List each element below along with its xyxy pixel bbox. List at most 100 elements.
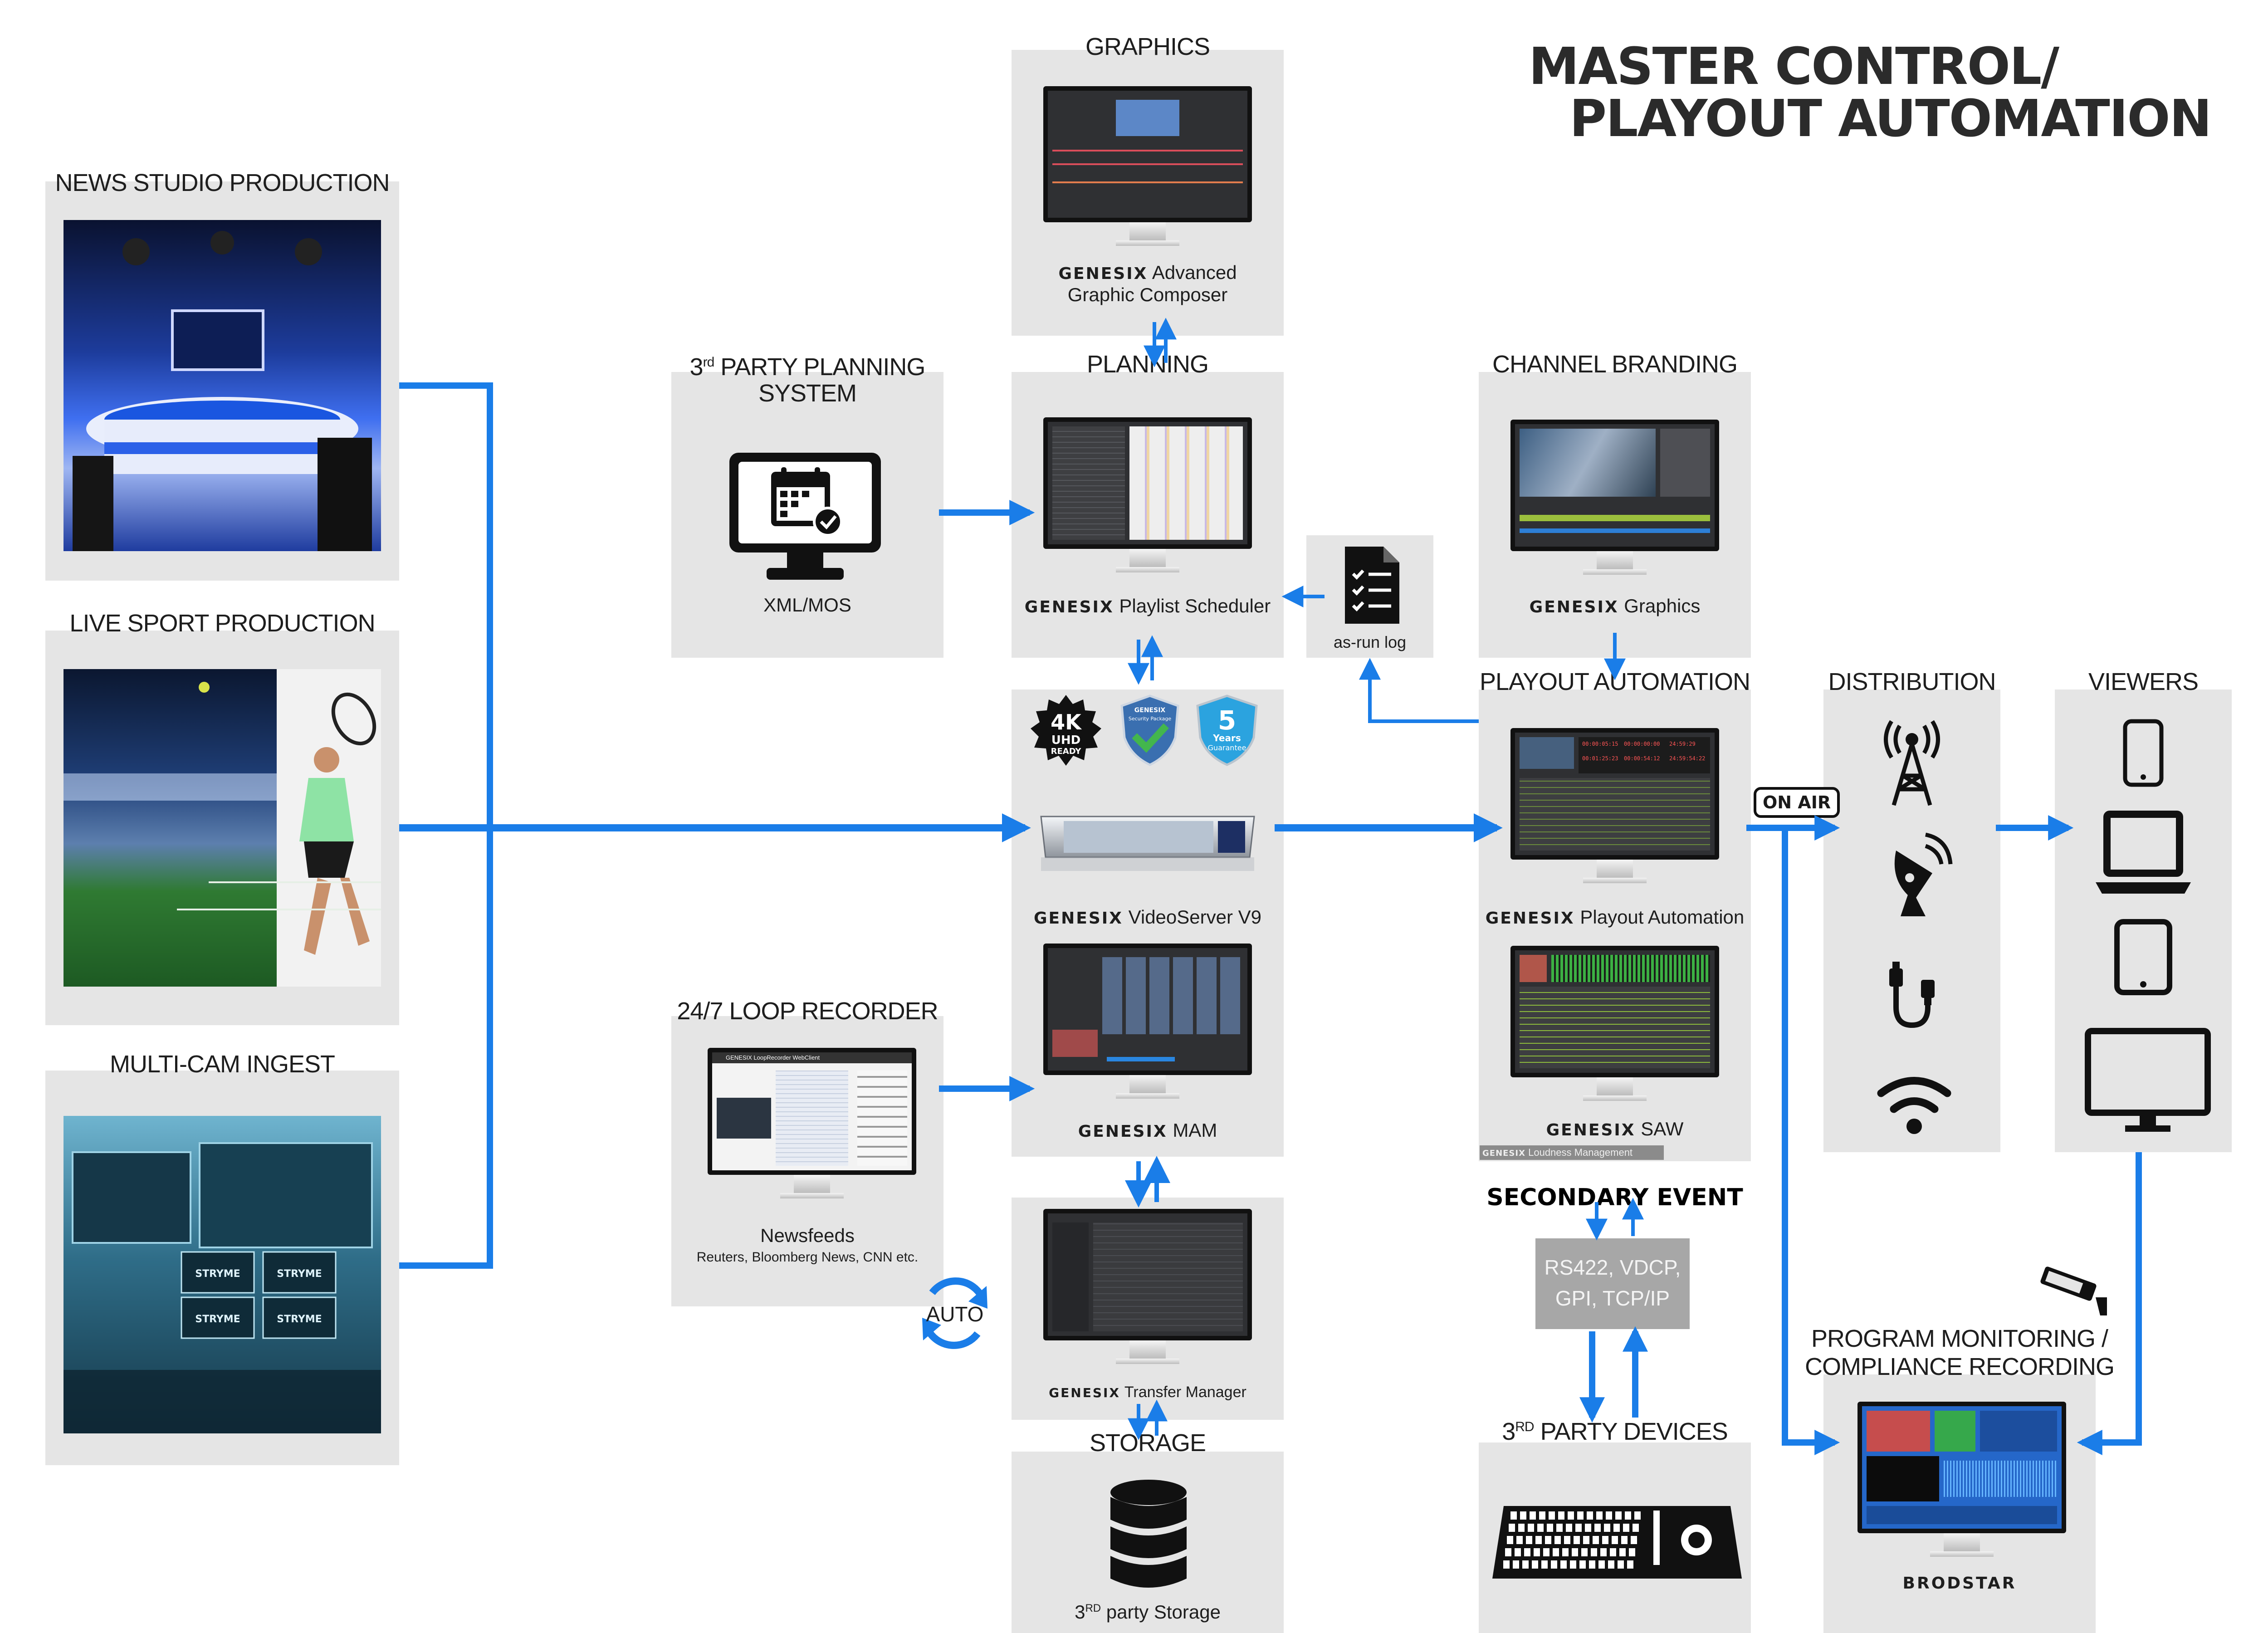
panel-key bbox=[1574, 1536, 1580, 1544]
playout-timecode-1: 00:00:05:15 bbox=[1582, 741, 1618, 747]
panel-key bbox=[1608, 1560, 1614, 1569]
news-studio-photo bbox=[64, 220, 381, 551]
tpp-line2: SYSTEM bbox=[758, 380, 857, 407]
badge-security-text: Security Package bbox=[1129, 716, 1171, 722]
graphics-caption-2: Graphic Composer bbox=[1067, 284, 1228, 305]
transfer-brand: GENESIX bbox=[1049, 1385, 1121, 1400]
antenna-tower-icon bbox=[1884, 720, 1940, 806]
badge-years-number: 5 bbox=[1218, 705, 1236, 736]
panel-key bbox=[1534, 1548, 1540, 1556]
desktop-monitor-icon bbox=[2085, 1028, 2211, 1132]
playout-timecode-2: 00:00:00:00 bbox=[1624, 741, 1660, 747]
panel-key bbox=[1520, 1511, 1526, 1520]
laptop-icon bbox=[2096, 811, 2191, 894]
cable-icon bbox=[1889, 962, 1935, 1028]
transfer-text: Transfer Manager bbox=[1124, 1384, 1246, 1401]
storage-cap-post: party Storage bbox=[1101, 1601, 1221, 1623]
distribution-box bbox=[1823, 689, 2000, 1152]
stryme-label-2: STRYME bbox=[277, 1268, 322, 1280]
panel-key bbox=[1545, 1536, 1551, 1544]
panel-key bbox=[1629, 1548, 1635, 1556]
page-title: MASTER CONTROL/ PLAYOUT AUTOMATION bbox=[1529, 41, 2212, 148]
panel-key bbox=[1528, 1524, 1534, 1532]
panel-key bbox=[1526, 1536, 1532, 1544]
graphics-label: GRAPHICS bbox=[1085, 33, 1210, 60]
saw-text: SAW bbox=[1641, 1118, 1684, 1139]
channel-branding-text: Graphics bbox=[1624, 595, 1701, 616]
videoserver-caption: GENESIX VideoServer V9 bbox=[1012, 906, 1284, 928]
panel-key bbox=[1585, 1524, 1591, 1532]
ingest-illustration: STRYME STRYME STRYME STRYME bbox=[64, 1142, 381, 1433]
videoserver-text: VideoServer V9 bbox=[1128, 906, 1262, 928]
graphics-brand: GENESIX bbox=[1058, 264, 1148, 283]
channel-branding-label: CHANNEL BRANDING bbox=[1492, 351, 1738, 378]
third-party-planning-label: 3rd PARTY PLANNING SYSTEM bbox=[671, 349, 943, 406]
badge-4k-text: 4K bbox=[1051, 710, 1082, 734]
panel-key bbox=[1606, 1511, 1612, 1520]
multicam-ingest-photo: STRYME STRYME STRYME STRYME bbox=[64, 1116, 381, 1433]
panel-key bbox=[1627, 1560, 1633, 1569]
panel-key bbox=[1515, 1548, 1521, 1556]
panel-key bbox=[1518, 1524, 1525, 1532]
saw-monitor bbox=[1510, 946, 1719, 1118]
panel-key bbox=[1564, 1536, 1570, 1544]
loudness-brand: GENESIX bbox=[1482, 1149, 1525, 1158]
panel-key bbox=[1549, 1511, 1555, 1520]
panel-key bbox=[1510, 1511, 1517, 1520]
protocols-line-2: GPI, TCP/IP bbox=[1555, 1286, 1670, 1310]
playlist-scheduler-text: Playlist Scheduler bbox=[1119, 595, 1271, 616]
panel-key bbox=[1562, 1548, 1569, 1556]
studio-illustration bbox=[73, 231, 372, 551]
badge-years-text: Years bbox=[1212, 733, 1241, 743]
mam-monitor bbox=[1043, 944, 1252, 1116]
panel-key bbox=[1535, 1536, 1542, 1544]
panel-key bbox=[1593, 1536, 1599, 1544]
xml-mos-caption: XML/MOS bbox=[763, 594, 851, 616]
panel-key bbox=[1613, 1524, 1620, 1532]
news-studio-label: NEWS STUDIO PRODUCTION bbox=[55, 169, 390, 196]
checklist-document-icon bbox=[1345, 547, 1399, 624]
videoserver-brand: GENESIX bbox=[1033, 909, 1123, 928]
panel-key bbox=[1547, 1524, 1553, 1532]
stryme-label-4: STRYME bbox=[277, 1314, 322, 1325]
videoserver-rack-unit bbox=[1040, 816, 1255, 871]
panel-key bbox=[1509, 1524, 1515, 1532]
title-line-2: PLAYOUT AUTOMATION bbox=[1569, 89, 2212, 148]
panel-key bbox=[1619, 1548, 1626, 1556]
brodstar-monitor bbox=[1857, 1402, 2066, 1574]
security-package-badge: GENESIX Security Package bbox=[1120, 694, 1179, 766]
mam-brand: GENESIX bbox=[1078, 1122, 1168, 1141]
loudness-text: Loudness Management bbox=[1528, 1147, 1633, 1158]
tpd-pre: 3 bbox=[1502, 1418, 1515, 1445]
on-air-badge: ON AIR bbox=[1754, 787, 1840, 818]
viewers-label: VIEWERS bbox=[2088, 668, 2199, 695]
live-sport-photo bbox=[64, 669, 381, 987]
panel-key bbox=[1633, 1524, 1639, 1532]
stryme-label-1: STRYME bbox=[195, 1268, 240, 1280]
channel-branding-brand: GENESIX bbox=[1529, 598, 1619, 616]
storage-cap-pre: 3 bbox=[1075, 1601, 1085, 1623]
panel-key bbox=[1600, 1548, 1607, 1556]
panel-key bbox=[1572, 1548, 1578, 1556]
mam-caption: GENESIX MAM bbox=[1012, 1120, 1284, 1141]
badge-guarantee-text: Guarantee bbox=[1208, 743, 1246, 752]
panel-key bbox=[1591, 1548, 1597, 1556]
panel-key bbox=[1554, 1536, 1561, 1544]
panel-key bbox=[1507, 1536, 1513, 1544]
planning-monitor bbox=[1043, 417, 1252, 590]
panel-key bbox=[1558, 1511, 1564, 1520]
playout-caption: GENESIX Playout Automation bbox=[1479, 906, 1751, 928]
monitoring-label: PROGRAM MONITORING / COMPLIANCE RECORDIN… bbox=[1778, 1325, 2141, 1381]
panel-key bbox=[1577, 1511, 1584, 1520]
multicam-ingest-label: MULTI-CAM INGEST bbox=[110, 1051, 335, 1078]
panel-key bbox=[1625, 1511, 1631, 1520]
newsfeeds-caption: Newsfeeds bbox=[760, 1225, 855, 1246]
panel-key bbox=[1615, 1511, 1622, 1520]
third-party-devices-label: 3RD PARTY DEVICES bbox=[1479, 1418, 1751, 1446]
cctv-camera-icon bbox=[2040, 1266, 2107, 1315]
panel-key bbox=[1522, 1560, 1529, 1569]
panel-key bbox=[1537, 1524, 1544, 1532]
panel-key bbox=[1575, 1524, 1582, 1532]
panel-key bbox=[1513, 1560, 1519, 1569]
loop-recorder-monitor: GENESIX LoopRecorder WebClient bbox=[708, 1048, 916, 1216]
